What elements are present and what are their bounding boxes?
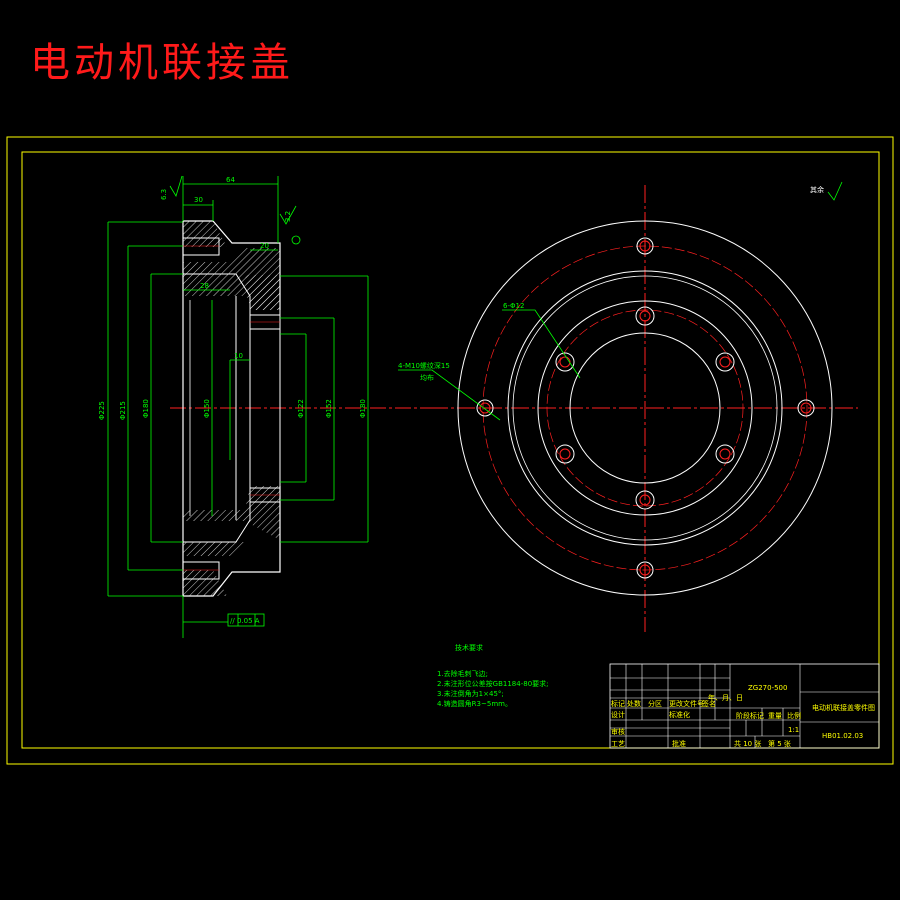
tb-scale-value: 1:1 <box>788 726 799 734</box>
outer-frame <box>6 136 894 765</box>
surface-note: 其余 <box>810 185 824 194</box>
tb-process: 工艺 <box>611 740 625 748</box>
dia-4: Φ150 <box>203 399 211 418</box>
outer-holes <box>476 237 815 579</box>
dia-5: Φ122 <box>297 399 305 418</box>
dia-7: Φ180 <box>359 399 367 418</box>
tech-item-1: 1.去除毛刺飞边; <box>437 669 488 678</box>
tolerance-frame: // 0.05 A <box>230 617 260 625</box>
tb-sheets: 共 10 张 <box>734 739 761 748</box>
tech-requirements: 技术要求 1.去除毛刺飞边; 2.未注形位公差按GB1184-80要求; 3.未… <box>437 643 549 708</box>
holes-label: 6-Φ12 <box>503 302 524 310</box>
title-block: ZG270-500 电动机联接盖零件图 HB01.02.03 阶段标记 重量 比… <box>609 663 880 749</box>
dim-d2: 20 <box>260 242 269 250</box>
tb-row-sign: 签名 <box>702 699 716 708</box>
tb-scale: 比例 <box>787 711 801 720</box>
tb-check: 审核 <box>611 727 625 736</box>
tb-row-count: 处数 <box>627 699 641 708</box>
dia-3: Φ180 <box>142 399 150 418</box>
front-view: 6-Φ12 4-M10螺纹深15 均布 <box>398 185 858 632</box>
dia-outer: Φ225 <box>98 401 106 420</box>
inner-holes <box>555 306 735 510</box>
dim-d4: 10 <box>234 352 243 360</box>
tech-item-4: 4.铸造圆角R3~5mm。 <box>437 699 512 708</box>
tb-sheet-no: 第 5 张 <box>768 739 791 748</box>
counterbore-sub: 均布 <box>420 373 434 382</box>
dim-top-width: 64 <box>226 176 235 184</box>
tb-stage: 阶段标记 <box>736 711 764 720</box>
inner-frame <box>21 151 880 749</box>
tb-weight: 重量 <box>768 712 782 720</box>
counterbore-label: 4-M10螺纹深15 <box>398 361 450 370</box>
page-title: 电动机联接盖 <box>30 40 294 86</box>
dia-6: Φ152 <box>325 399 333 418</box>
tb-row-date: 年、月、日 <box>708 693 743 702</box>
tb-name: 电动机联接盖零件图 <box>812 703 875 712</box>
tb-row-mark: 标记 <box>611 699 625 708</box>
tb-standard: 标准化 <box>669 710 690 719</box>
tb-row-zone: 分区 <box>648 699 662 708</box>
tb-design: 设计 <box>611 710 625 719</box>
roughness-right: 3.2 <box>284 211 292 222</box>
tech-item-2: 2.未注形位公差按GB1184-80要求; <box>437 679 549 688</box>
section-view: 64 30 20 28 10 6.3 3.2 Φ225 Φ215 Φ180 Φ1… <box>98 175 843 638</box>
tech-item-3: 3.未注倒角为1×45°; <box>437 689 504 698</box>
dim-d1: 30 <box>194 196 203 204</box>
tb-approve: 批准 <box>672 739 686 748</box>
tb-row-change: 更改文件号 <box>669 699 704 708</box>
roughness-left: 6.3 <box>160 189 168 200</box>
dim-d3: 28 <box>200 282 209 290</box>
tech-heading: 技术要求 <box>455 643 483 652</box>
tb-drawing-no: HB01.02.03 <box>822 732 863 740</box>
dia-2: Φ215 <box>119 401 127 420</box>
tb-code: ZG270-500 <box>748 684 787 692</box>
